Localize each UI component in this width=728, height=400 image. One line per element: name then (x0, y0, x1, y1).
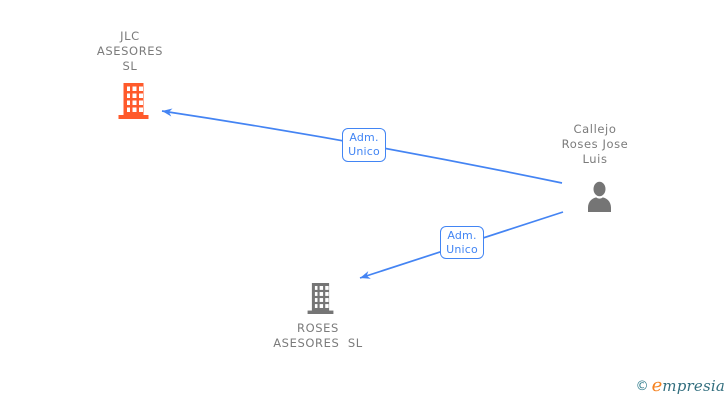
node-label-line: Luis (582, 152, 608, 166)
edge-label-line: Adm. (447, 229, 477, 242)
building-icon[interactable] (305, 283, 336, 314)
brand-name: mpresia (662, 377, 725, 395)
node-label-line: Callejo (573, 122, 617, 136)
node-label-jlc-asesores-sl[interactable]: JLC ASESORES SL (60, 29, 200, 74)
node-label-line: ASESORES SL (273, 336, 363, 350)
person-icon[interactable] (584, 181, 615, 212)
node-label-line: JLC (120, 29, 140, 43)
node-label-callejo-roses-jose-luis[interactable]: Callejo Roses Jose Luis (535, 122, 655, 167)
node-label-line: ROSES (297, 321, 339, 335)
edge-label-line: Adm. (349, 131, 379, 144)
edge-label-line: Unico (348, 145, 380, 158)
node-label-roses-asesores-sl[interactable]: ROSES ASESORES SL (248, 321, 388, 351)
brand-initial: e (651, 375, 663, 396)
node-label-line: ASESORES (96, 44, 164, 58)
node-label-line: SL (122, 59, 138, 73)
copyright-symbol: © (635, 379, 649, 394)
node-label-line: Roses Jose (561, 137, 629, 151)
edge-label-adm-unico-roses: Adm. Unico (440, 226, 484, 259)
building-icon[interactable] (117, 83, 150, 119)
edge-label-line: Unico (446, 243, 478, 256)
edge-label-adm-unico-jlc: Adm. Unico (342, 128, 386, 162)
empresia-logo: ©empresia (636, 375, 725, 396)
